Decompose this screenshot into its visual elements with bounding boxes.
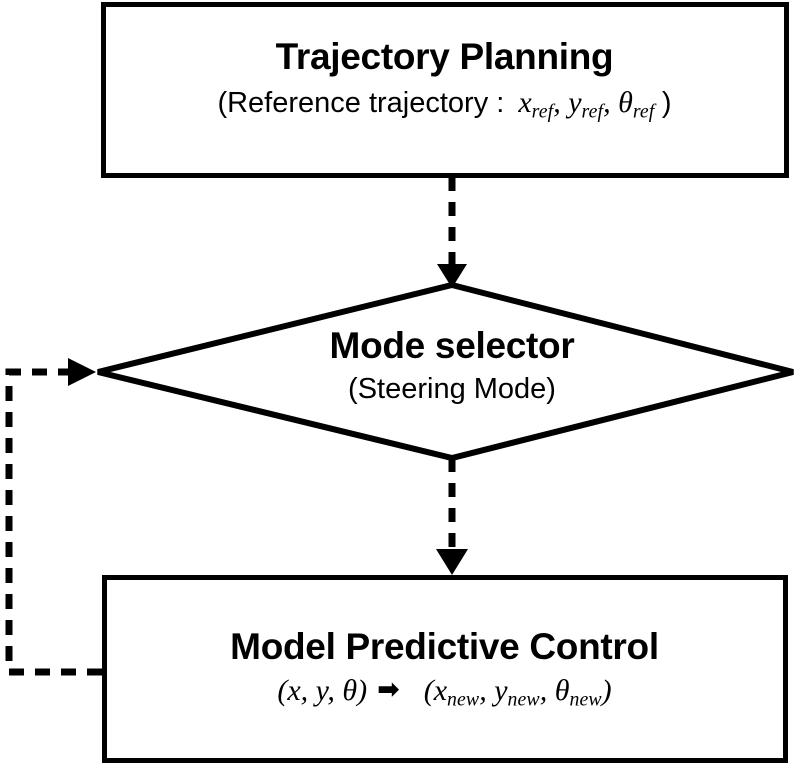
model-predictive-control-title: Model Predictive Control bbox=[230, 626, 659, 667]
node-trajectory-planning-shape[interactable] bbox=[101, 2, 789, 178]
node-mode-selector-text: Mode selector (Steering Mode) bbox=[252, 325, 652, 405]
variable-y: y bbox=[315, 673, 328, 707]
node-model-predictive-control-text: Model Predictive Control (x, y, θ)➡(xnew… bbox=[102, 626, 787, 711]
mode-selector-subtitle: (Steering Mode) bbox=[348, 372, 556, 405]
trajectory-planning-title: Trajectory Planning bbox=[275, 36, 614, 77]
node-model-predictive-control-shape[interactable] bbox=[102, 575, 788, 763]
trajectory-planning-subtitle: (Reference trajectory :xref, yref, θref … bbox=[217, 85, 672, 123]
input-close-paren: ) bbox=[357, 673, 368, 707]
variable-y-ref: yref bbox=[568, 85, 604, 123]
node-trajectory-planning-text: Trajectory Planning (Reference trajector… bbox=[101, 36, 788, 123]
variable-x-new: xnew bbox=[433, 673, 480, 711]
variable-y-new: ynew bbox=[494, 673, 540, 711]
variable-theta-ref: θref bbox=[618, 85, 655, 123]
edge-mpc-feedback-to-mode bbox=[5, 358, 102, 676]
variable-theta: θ bbox=[342, 673, 358, 707]
input-open-paren: ( bbox=[277, 673, 288, 707]
edge-trajectory-to-mode bbox=[437, 177, 467, 288]
variable-theta-new: θnew bbox=[554, 673, 602, 711]
output-open-paren: ( bbox=[423, 673, 434, 707]
variable-x-ref: xref bbox=[518, 85, 554, 123]
output-close-paren: ) bbox=[601, 673, 612, 707]
mode-selector-title: Mode selector bbox=[329, 325, 575, 366]
trajectory-subtitle-close: ) bbox=[661, 86, 672, 119]
right-arrow-icon: ➡ bbox=[377, 673, 400, 705]
reference-trajectory-label: (Reference trajectory : bbox=[217, 86, 505, 119]
model-predictive-control-equation: (x, y, θ)➡(xnew, ynew, θnew) bbox=[277, 673, 612, 711]
variable-x: x bbox=[287, 673, 301, 707]
edge-mode-to-mpc bbox=[436, 458, 468, 575]
